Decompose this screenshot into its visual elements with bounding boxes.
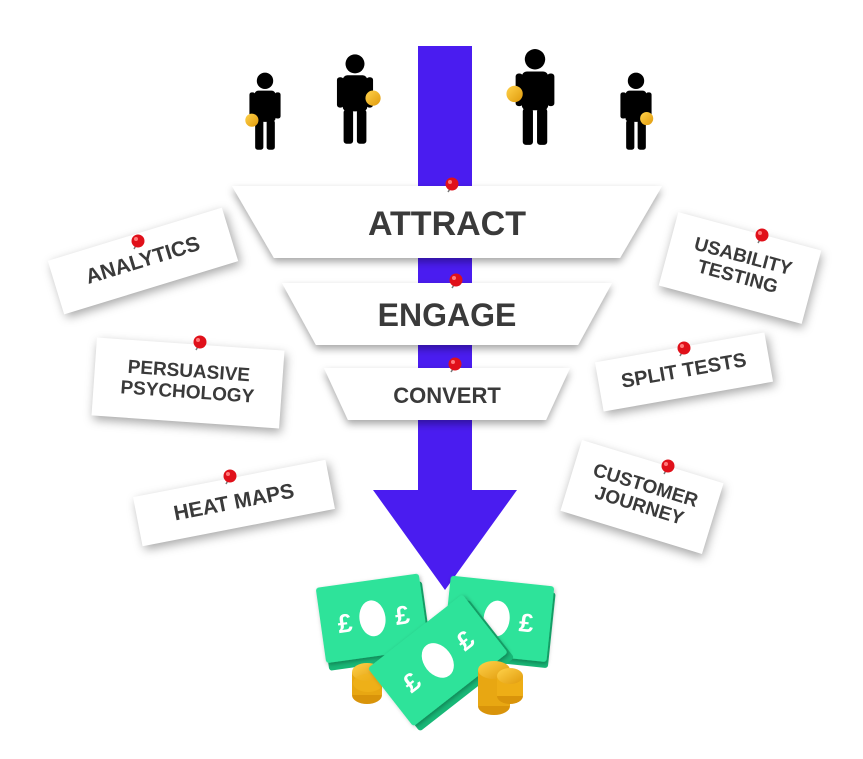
coin-stack [478, 661, 523, 715]
funnel: ATTRACT ENGAGE CONVERT [232, 177, 662, 420]
coin-icon [365, 90, 381, 106]
person-icon [245, 72, 281, 150]
note-label: CUSTOMER JOURNEY [590, 460, 701, 530]
note-label: HEAT MAPS [171, 479, 296, 526]
note-label: USABILITY TESTING [691, 234, 795, 298]
funnel-stage-attract: ATTRACT [232, 186, 662, 258]
pushpin-icon [676, 341, 692, 357]
person-icon [620, 72, 654, 150]
funnel-stage-engage: ENGAGE [282, 283, 612, 345]
note-label: PERSUASIVE PSYCHOLOGY [119, 357, 255, 408]
pushpin-icon [660, 459, 676, 475]
funnel-stage-label: ATTRACT [368, 205, 526, 243]
coin-icon [640, 112, 654, 126]
currency-symbol: £ [393, 599, 412, 631]
people-group [245, 49, 654, 150]
currency-symbol: £ [336, 607, 355, 639]
pushpin-icon [449, 273, 463, 289]
banknote-icon: £ £ [368, 595, 514, 731]
pushpin-icon [222, 469, 238, 485]
coin-icon [506, 85, 523, 103]
pushpin-icon [448, 357, 462, 373]
money-pile: £ £ £ £ £ £ [316, 573, 556, 731]
pushpin-icon [130, 234, 146, 250]
funnel-stage-convert: CONVERT [324, 368, 570, 420]
pushpin-icon [192, 335, 208, 351]
person-icon [506, 49, 555, 145]
coin-icon [245, 113, 259, 127]
note-persuasive-psychology: PERSUASIVE PSYCHOLOGY [91, 337, 285, 429]
funnel-stage-label: CONVERT [393, 383, 501, 408]
pushpin-icon [445, 177, 459, 193]
pushpin-icon [754, 228, 770, 244]
person-icon [336, 54, 381, 144]
down-arrow [373, 46, 517, 590]
funnel-stage-label: ENGAGE [378, 297, 517, 333]
currency-symbol: £ [518, 607, 536, 638]
